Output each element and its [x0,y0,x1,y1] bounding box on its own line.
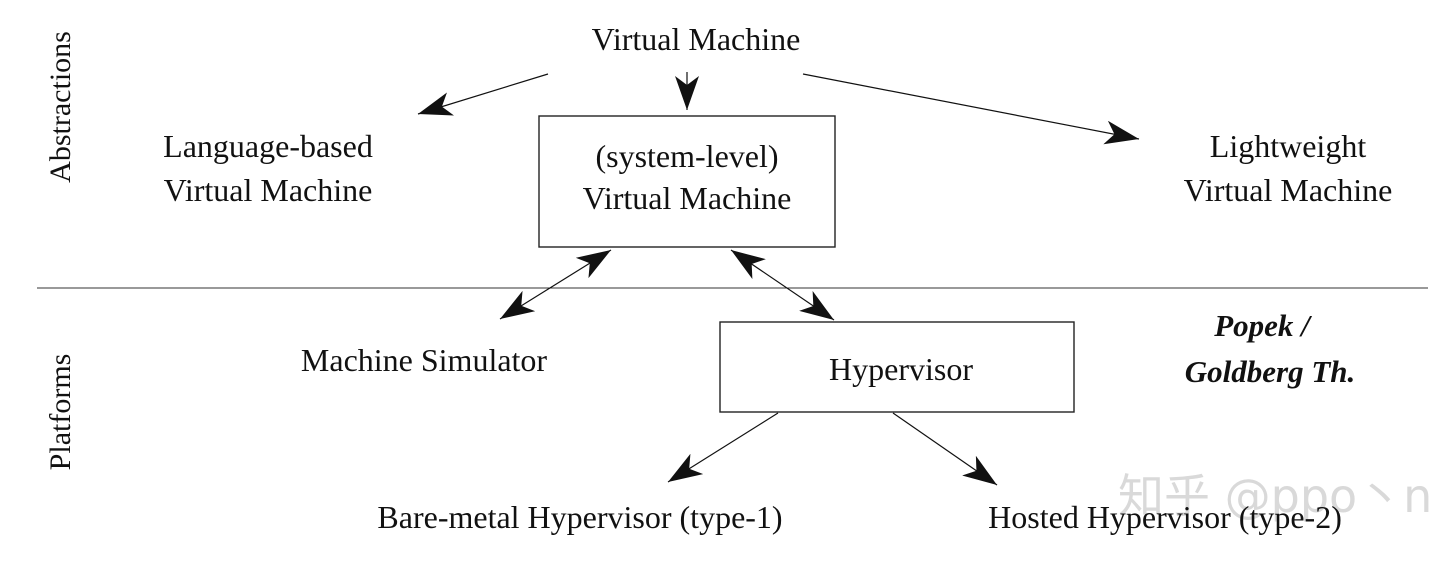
system-vm-box [538,115,836,248]
popek-goldberg-line1: Popek / [1213,308,1312,343]
popek-goldberg-note: Popek / Goldberg Th. [1185,308,1356,389]
lightweight-vm-line1: Lightweight [1210,128,1367,164]
platforms-section-label: Platforms [44,354,77,471]
arrow-system-vm-machine-simulator [499,249,612,320]
arrow-hypervisor-to-hosted [892,412,998,486]
hypervisor-box [719,321,1075,413]
popek-goldberg-line2: Goldberg Th. [1185,354,1356,389]
arrow-system-vm-hypervisor [730,249,835,321]
language-vm-line2: Virtual Machine [164,172,373,208]
arrow-hypervisor-to-bare-metal [667,412,779,483]
arrow-vm-to-lightweight-vm [802,73,1140,145]
node-language-based-vm: Language-based Virtual Machine [163,128,373,208]
node-lightweight-vm: Lightweight Virtual Machine [1184,128,1393,208]
node-hosted-hypervisor: Hosted Hypervisor (type-2) [988,499,1342,535]
lightweight-vm-line2: Virtual Machine [1184,172,1393,208]
language-vm-line1: Language-based [163,128,373,164]
node-machine-simulator: Machine Simulator [301,342,548,378]
node-virtual-machine: Virtual Machine [592,21,801,57]
system-vm-line2: Virtual Machine [583,180,792,216]
watermark: 知乎 @ppo丶n [1118,469,1432,523]
arrow-vm-to-language-vm [417,73,549,116]
node-system-level-vm: (system-level) Virtual Machine [538,115,836,248]
node-hypervisor: Hypervisor [719,321,1075,413]
system-vm-line1: (system-level) [595,138,778,174]
abstractions-section-label: Abstractions [44,31,77,183]
node-bare-metal-hypervisor: Bare-metal Hypervisor (type-1) [377,499,782,535]
hypervisor-label: Hypervisor [829,351,973,387]
